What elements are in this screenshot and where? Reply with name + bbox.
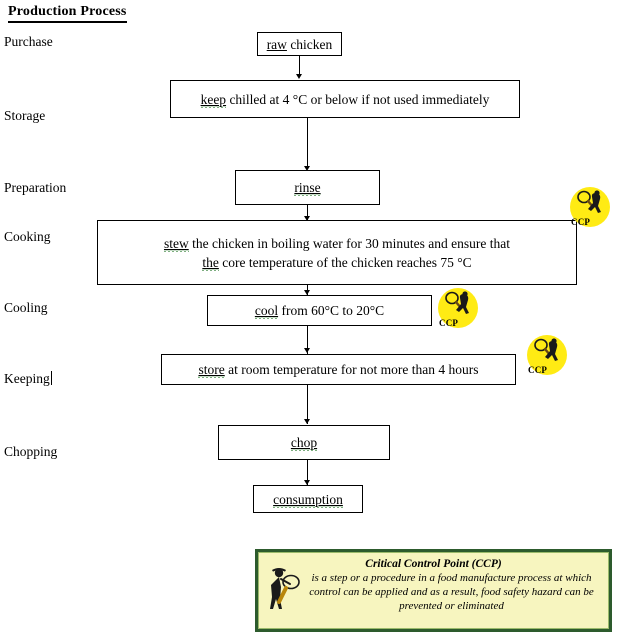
arrowhead-cooking xyxy=(304,216,310,221)
node-raw-chicken-rest: chicken xyxy=(286,36,333,52)
stage-label-keeping-text: Keeping xyxy=(4,371,50,386)
node-cooking-line-1-rest: the chicken in boiling water for 30 minu… xyxy=(188,235,511,251)
node-cooking[interactable]: stew the chicken in boiling water for 30… xyxy=(97,220,577,285)
node-raw-chicken[interactable]: raw chicken xyxy=(257,32,342,56)
ccp-badge-label: CCP xyxy=(439,318,459,328)
connector-chopping-consumption xyxy=(307,460,308,485)
stage-label-storage: Storage xyxy=(4,108,46,123)
node-raw-chicken-text: raw chicken xyxy=(264,35,335,54)
connector-preparation-cooking xyxy=(307,205,308,221)
stage-label-purchase: Purchase xyxy=(4,34,53,49)
node-storage[interactable]: keep chilled at 4 °C or below if not use… xyxy=(170,80,520,118)
stage-label-cooking: Cooking xyxy=(4,229,51,244)
page-title: Production Process xyxy=(8,4,127,23)
node-cooling-rest: from 60°C to 20°C xyxy=(278,303,385,318)
arrowhead-consumption xyxy=(304,480,310,485)
node-cooking-line-1: stew the chicken in boiling water for 30… xyxy=(104,234,570,253)
node-rinse[interactable]: rinse xyxy=(235,170,380,205)
legend-title: Critical Control Point (CCP) xyxy=(365,558,502,570)
node-keeping-rest: at room temperature for not more than 4 … xyxy=(224,362,479,377)
person-with-magnifier-icon xyxy=(270,568,300,609)
node-keeping-first: store xyxy=(198,362,225,377)
node-consumption[interactable]: consumption xyxy=(253,485,363,513)
ccp-badge-keeping[interactable]: CCP xyxy=(527,335,569,377)
inspector-figure-icon xyxy=(445,291,469,314)
ccp-badge-cooking[interactable]: CCP xyxy=(570,187,612,229)
ccp-badge-label: CCP xyxy=(571,217,591,227)
legend-box: Critical Control Point (CCP) is a step o… xyxy=(255,549,612,632)
legend-body: is a step or a procedure in a food manuf… xyxy=(309,572,594,612)
ccp-badge-label: CCP xyxy=(528,365,548,375)
node-chop[interactable]: chop xyxy=(218,425,390,460)
stage-label-preparation: Preparation xyxy=(4,180,67,195)
connector-purchase-storage xyxy=(299,56,300,76)
stage-label-keeping: Keeping xyxy=(4,371,52,387)
node-consumption-text: consumption xyxy=(260,490,356,509)
node-storage-text: keep chilled at 4 °C or below if not use… xyxy=(177,90,513,109)
node-raw-chicken-first: raw xyxy=(266,36,287,52)
text-caret xyxy=(50,371,52,385)
node-chop-text: chop xyxy=(225,433,383,452)
arrowhead-cooling xyxy=(304,290,310,295)
node-storage-first: keep xyxy=(200,91,227,107)
node-cooking-line-1-first: stew xyxy=(163,235,189,251)
connector-keeping-chopping xyxy=(307,385,308,424)
arrowhead-chopping xyxy=(304,419,310,424)
node-cooling[interactable]: cool from 60°C to 20°C xyxy=(207,295,432,326)
arrowhead-storage xyxy=(296,74,302,79)
ccp-badge-cooling[interactable]: CCP xyxy=(438,288,480,330)
connector-storage-preparation xyxy=(307,118,308,168)
node-rinse-text: rinse xyxy=(242,178,373,197)
node-consumption-first: consumption xyxy=(273,491,343,507)
connector-cooling-keeping xyxy=(307,326,308,354)
node-cooking-line-2-rest: core temperature of the chicken reaches … xyxy=(218,254,472,270)
inspector-figure-icon xyxy=(534,338,558,361)
node-rinse-first: rinse xyxy=(294,180,321,195)
node-cooking-line-2-first: the xyxy=(202,254,219,270)
node-chop-first: chop xyxy=(290,435,318,450)
node-cooling-text: cool from 60°C to 20°C xyxy=(214,301,425,320)
arrowhead-keeping xyxy=(304,348,310,353)
stage-label-cooling: Cooling xyxy=(4,300,48,315)
node-keeping-text: store at room temperature for not more t… xyxy=(168,360,509,379)
node-storage-rest: chilled at 4 °C or below if not used imm… xyxy=(226,91,490,107)
node-cooling-first: cool xyxy=(254,303,279,318)
node-cooking-line-2: the core temperature of the chicken reac… xyxy=(104,253,570,272)
stage-label-chopping: Chopping xyxy=(4,444,58,459)
node-keeping[interactable]: store at room temperature for not more t… xyxy=(161,354,516,385)
inspector-figure-icon xyxy=(577,190,601,213)
arrowhead-preparation xyxy=(304,166,310,171)
